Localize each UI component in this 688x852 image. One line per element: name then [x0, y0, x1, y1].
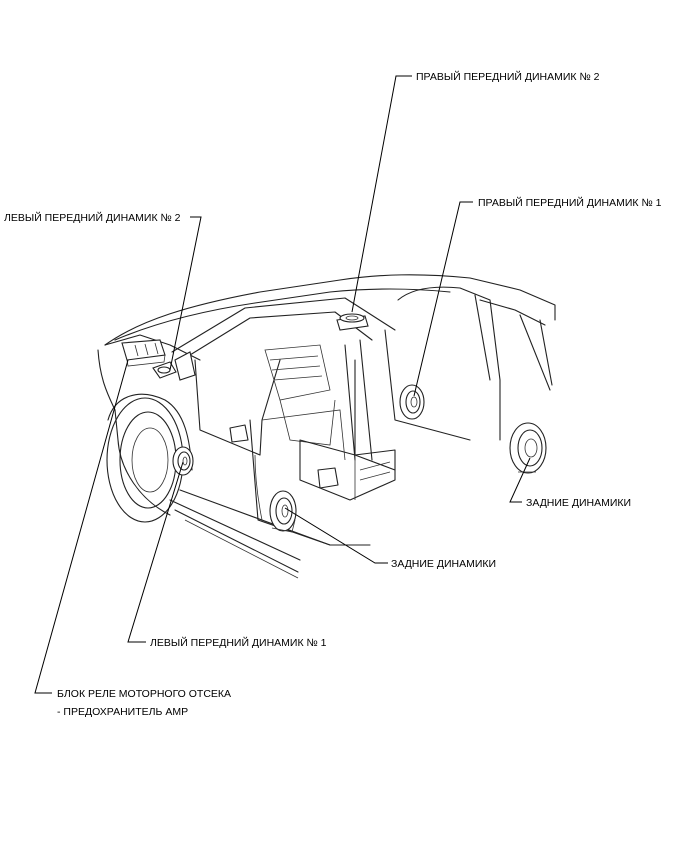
label-right-front-speaker-1: ПРАВЫЙ ПЕРЕДНИЙ ДИНАМИК № 1	[478, 197, 662, 209]
label-rear-speakers-right: ЗАДНИЕ ДИНАМИКИ	[526, 497, 632, 509]
speaker-rear-left	[269, 490, 297, 533]
engine-relay-block	[121, 339, 166, 367]
speaker-rear-right	[509, 422, 547, 474]
speaker-left-front-2	[152, 351, 196, 381]
label-left-front-speaker-2: ЛЕВЫЙ ПЕРЕДНИЙ ДИНАМИК № 2	[4, 212, 181, 224]
car-body	[97, 274, 556, 579]
leader-lines	[34, 75, 531, 694]
speaker-right-front-1	[399, 384, 425, 420]
label-left-front-speaker-1: ЛЕВЫЙ ПЕРЕДНИЙ ДИНАМИК № 1	[150, 637, 327, 649]
label-right-front-speaker-2: ПРАВЫЙ ПЕРЕДНИЙ ДИНАМИК № 2	[416, 71, 600, 83]
label-engine-relay-block: БЛОК РЕЛЕ МОТОРНОГО ОТСЕКА	[57, 688, 232, 700]
speaker-left-front-1	[172, 446, 194, 476]
label-amp-fuse: - ПРЕДОХРАНИТЕЛЬ AMP	[57, 706, 189, 718]
label-rear-speakers-left: ЗАДНИЕ ДИНАМИКИ	[391, 558, 497, 570]
speaker-right-front-2	[336, 313, 369, 331]
